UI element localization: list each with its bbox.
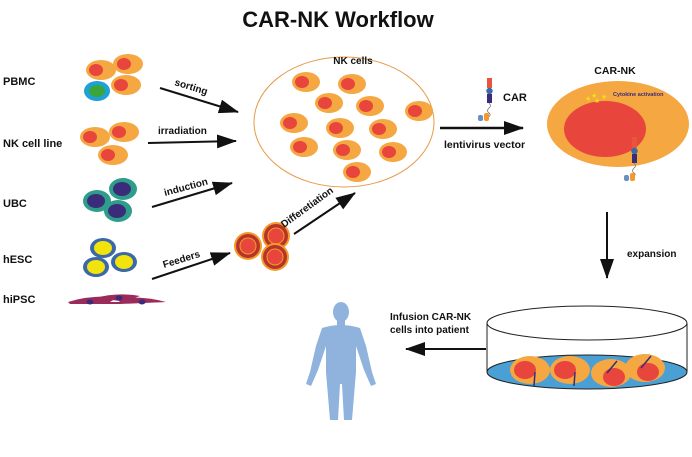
nk-cell-line-cells <box>80 122 139 165</box>
cytokine-star-icon: ★ ★ ★ ★ <box>585 92 607 105</box>
hipsc-cells <box>68 294 166 305</box>
nk-cell <box>315 93 343 113</box>
source-label-nk-cell-line: NK cell line <box>3 138 62 150</box>
induction-label: induction <box>163 177 209 199</box>
car-construct-icon <box>478 78 493 121</box>
feeders-arrow <box>151 252 231 280</box>
diagram-title: CAR-NK Workflow <box>242 7 434 32</box>
nk-cell <box>356 96 384 116</box>
cytokine-annotation: Cytokine activation <box>613 92 664 98</box>
nk-cell <box>113 54 143 74</box>
source-label-hipsc: hiPSC <box>3 294 35 306</box>
nk-cell <box>326 118 354 138</box>
car-receptor-icon <box>624 137 638 181</box>
source-label-hesc: hESC <box>3 254 32 266</box>
induction-arrow <box>151 181 233 208</box>
nk-cell <box>369 119 397 139</box>
feeders-label: Feeders <box>162 249 202 271</box>
car-nk-cell: CAR-NK ★ ★ ★ ★ Cytokine activation <box>547 65 689 181</box>
source-label-pbmc: PBMC <box>3 76 35 88</box>
car-nk-label: CAR-NK <box>594 65 636 77</box>
nk-cell <box>86 60 116 80</box>
infusion-label-line1: Infusion CAR-NK <box>390 312 472 323</box>
nk-cell <box>98 145 128 165</box>
car-nk-cell-expanded <box>591 359 631 387</box>
nk-cell <box>338 74 366 94</box>
svg-text:★: ★ <box>594 97 600 105</box>
differentiation-arrow <box>293 192 356 235</box>
source-label-ubc: UBC <box>3 198 27 210</box>
nk-cell-pool: NK cells <box>253 56 435 188</box>
svg-text:★: ★ <box>591 92 597 100</box>
irradiation-arrow <box>147 134 237 149</box>
car-nk-cell-expanded <box>510 356 550 387</box>
nk-cell <box>290 137 318 157</box>
nk-cell <box>405 101 433 121</box>
non-nk-cell <box>84 81 110 101</box>
car-nk-cell-expanded <box>550 356 590 387</box>
nk-cell <box>343 162 371 182</box>
svg-text:★: ★ <box>601 93 607 101</box>
pbmc-cells <box>84 54 143 101</box>
nk-cell <box>280 113 308 133</box>
infusion-label-line2: cells into patient <box>390 325 470 336</box>
patient-human-icon <box>306 302 376 420</box>
nk-cell <box>80 127 110 147</box>
nk-cell <box>333 140 361 160</box>
car-label: CAR <box>503 92 527 104</box>
progenitor-cells <box>234 222 290 271</box>
ubc-cells <box>83 178 137 222</box>
nk-cell <box>109 122 139 142</box>
differentiation-label: Differetiation <box>279 185 335 230</box>
nk-cell <box>111 75 141 95</box>
car-nk-cell-expanded <box>625 354 665 382</box>
nk-pool-label: NK cells <box>333 56 373 67</box>
nk-cell <box>379 142 407 162</box>
lentivirus-label: lentivirus vector <box>444 139 525 151</box>
sorting-arrow <box>159 87 239 114</box>
irradiation-label: irradiation <box>158 126 207 137</box>
culture-dish <box>486 305 688 390</box>
svg-text:★: ★ <box>585 95 591 103</box>
expansion-label: expansion <box>627 249 676 260</box>
hesc-cells <box>83 238 137 277</box>
nk-cell <box>292 72 320 92</box>
